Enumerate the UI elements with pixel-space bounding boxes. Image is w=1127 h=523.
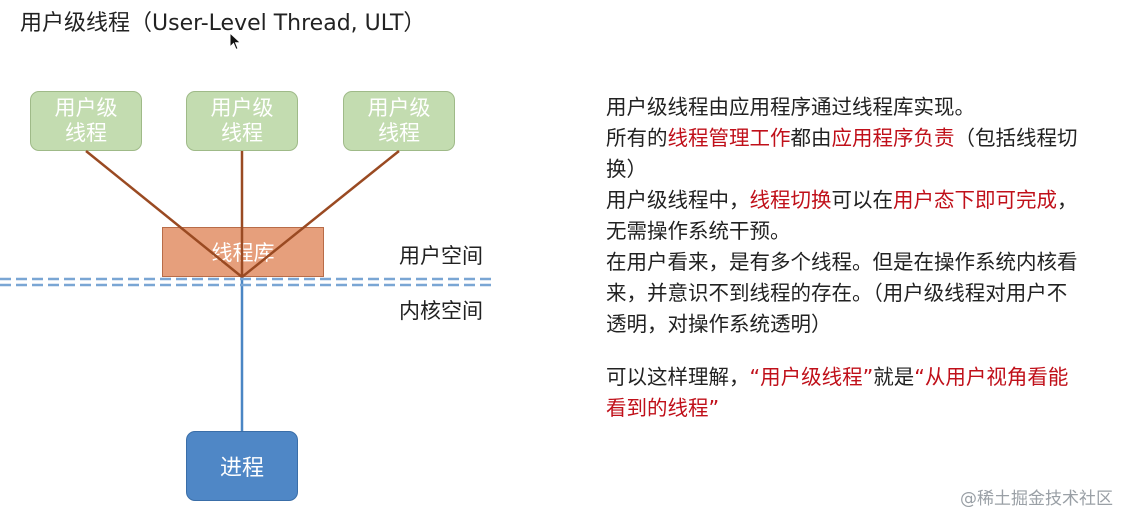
process-box: 进程 xyxy=(186,431,298,501)
user-thread-box-2: 用户级线程 xyxy=(186,91,298,151)
desc-paragraph-4: 在用户看来，是有多个线程。但是在操作系统内核看来，并意识不到线程的存在。（用户级… xyxy=(606,250,1078,336)
kernel-space-label: 内核空间 xyxy=(399,299,483,323)
desc-paragraph-5: 可以这样理解，“用户级线程”就是“从用户视角看能看到的线程” xyxy=(606,365,1069,420)
desc-paragraph-2: 所有的线程管理工作都由应用程序负责（包括线程切换） xyxy=(606,126,1078,181)
mouse-cursor-icon xyxy=(229,32,242,51)
user-space-label: 用户空间 xyxy=(399,244,483,268)
user-thread-box-3: 用户级线程 xyxy=(343,91,455,151)
description-text: 用户级线程由应用程序通过线程库实现。 所有的线程管理工作都由应用程序负责（包括线… xyxy=(606,92,1084,424)
desc-paragraph-1: 用户级线程由应用程序通过线程库实现。 xyxy=(606,95,975,119)
desc-paragraph-3: 用户级线程中，线程切换可以在用户态下即可完成，无需操作系统干预。 xyxy=(606,188,1078,243)
watermark: @稀土掘金技术社区 xyxy=(960,489,1113,509)
user-thread-box-1: 用户级线程 xyxy=(30,91,142,151)
slide-title: 用户级线程（User-Level Thread, ULT） xyxy=(20,11,426,36)
